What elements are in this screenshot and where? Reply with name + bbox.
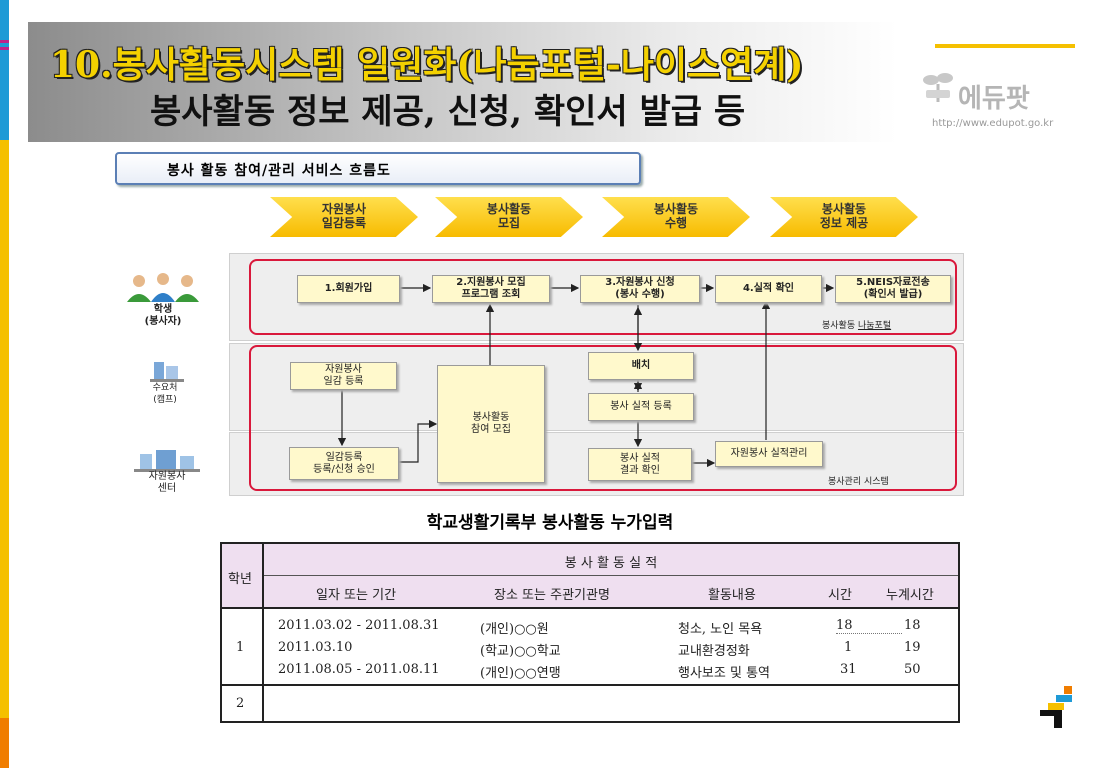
step-neis-transfer: 5.NEIS자료전송 (확인서 발급) bbox=[835, 275, 951, 303]
confirm-result-box: 봉사 실적 결과 확인 bbox=[588, 448, 692, 481]
assign-box: 배치 bbox=[588, 352, 694, 380]
students-icon bbox=[127, 273, 199, 302]
lane-label-prefix: 봉사활동 bbox=[822, 321, 858, 331]
stage-label: 봉사활동 모집 bbox=[486, 202, 532, 230]
row-period: 2011.03.10 bbox=[278, 640, 353, 655]
accent-stripe bbox=[0, 47, 9, 50]
actor-demand-label: 수요처 (캠프) bbox=[152, 383, 178, 405]
accent-stripe bbox=[0, 40, 9, 43]
lane-label-portal: 봉사활동 나눔포털 bbox=[822, 318, 891, 331]
row-place: (개인)○○원 bbox=[480, 622, 549, 637]
header-divider bbox=[264, 575, 958, 576]
step-apply: 3.자원봉사 신청 (봉사 수행) bbox=[580, 275, 700, 303]
row-period: 2011.03.02 - 2011.08.31 bbox=[278, 618, 440, 633]
recruit-box: 봉사활동 참여 모집 bbox=[437, 365, 545, 483]
row-hours: 31 bbox=[840, 662, 857, 677]
col-activity: 활동내용 bbox=[708, 588, 756, 603]
logo-url[interactable]: http://www.edupot.go.kr bbox=[932, 118, 1054, 129]
record-register-box: 봉사 실적 등록 bbox=[588, 393, 694, 421]
stage-chevron: 봉사활동 정보 제공 bbox=[770, 197, 918, 237]
col-place: 장소 또는 주관기관명 bbox=[494, 588, 610, 603]
stage-chevron: 봉사활동 모집 bbox=[435, 197, 583, 237]
grade-1: 1 bbox=[236, 640, 245, 655]
left-accent-yellow bbox=[0, 140, 9, 718]
step-register: 1.회원가입 bbox=[297, 275, 400, 303]
row-place: (개인)○○연맹 bbox=[480, 666, 561, 681]
col-hours: 시간 bbox=[828, 588, 852, 603]
approve-box: 일감등록 등록/신청 승인 bbox=[289, 447, 399, 480]
actor-student-label: 학생 (봉사자) bbox=[144, 304, 182, 327]
building-icon bbox=[150, 362, 184, 382]
table-header-bg bbox=[222, 544, 958, 608]
stage-label: 봉사활동 수행 bbox=[653, 202, 699, 230]
lane-label-management: 봉사관리 시스템 bbox=[828, 477, 889, 487]
record-table-title: 학교생활기록부 봉사활동 누가입력 bbox=[426, 513, 674, 533]
center-building-icon bbox=[134, 450, 200, 472]
actor-center-label: 자원봉사 센터 bbox=[148, 471, 186, 494]
group-header: 봉 사 활 동 실 적 bbox=[564, 556, 658, 571]
flow-title-box: 봉사 활동 참여/관리 서비스 흐름도 bbox=[115, 152, 641, 185]
demand-register-box: 자원봉사 일감 등록 bbox=[290, 362, 397, 390]
left-accent-orange bbox=[0, 718, 9, 768]
brand-mark-icon bbox=[1040, 686, 1072, 728]
col-total: 누계시간 bbox=[886, 588, 934, 603]
row-place: (학교)○○학교 bbox=[480, 644, 561, 659]
header-rule bbox=[935, 44, 1075, 48]
lane-management-border bbox=[249, 345, 957, 491]
grade-2: 2 bbox=[236, 696, 245, 711]
step-confirm-record: 4.실적 확인 bbox=[715, 275, 822, 303]
manage-record-box: 자원봉사 실적관리 bbox=[715, 441, 823, 467]
sprout-icon bbox=[923, 73, 953, 102]
grade-header: 학년 bbox=[228, 572, 252, 587]
row-hours: 1 bbox=[844, 640, 853, 655]
slide-title: 10.봉사활동시스템 일원화(나눔포털-나이스연계) bbox=[50, 44, 804, 86]
col-period: 일자 또는 기간 bbox=[316, 588, 397, 603]
left-accent-blue bbox=[0, 0, 9, 140]
stage-label: 봉사활동 정보 제공 bbox=[819, 202, 869, 230]
logo-text: 에듀팟 bbox=[958, 84, 1030, 114]
record-table: 학년 봉 사 활 동 실 적 일자 또는 기간 장소 또는 주관기관명 활동내용… bbox=[220, 542, 960, 723]
stage-chevron: 자원봉사 일감등록 bbox=[270, 197, 418, 237]
row-divider bbox=[222, 684, 958, 686]
lane-student-border bbox=[249, 259, 957, 335]
row-activity: 청소, 노인 목욕 bbox=[678, 622, 763, 637]
slide-subtitle: 봉사활동 정보 제공, 신청, 확인서 발급 등 bbox=[150, 92, 746, 132]
lane-label-portal-name: 나눔포털 bbox=[857, 321, 892, 331]
row-hours: 18 bbox=[836, 618, 902, 634]
row-total: 18 bbox=[904, 618, 921, 633]
row-activity: 행사보조 및 통역 bbox=[678, 666, 770, 681]
row-total: 50 bbox=[904, 662, 921, 677]
flow-title: 봉사 활동 참여/관리 서비스 흐름도 bbox=[167, 163, 391, 179]
step-search-program: 2.지원봉사 모집 프로그램 조회 bbox=[432, 275, 550, 303]
row-total: 19 bbox=[904, 640, 921, 655]
stage-chevron: 봉사활동 수행 bbox=[602, 197, 750, 237]
stage-label: 자원봉사 일감등록 bbox=[321, 202, 367, 230]
header-bottom-rule bbox=[222, 607, 958, 609]
row-activity: 교내환경정화 bbox=[678, 644, 750, 659]
header-band bbox=[28, 22, 898, 142]
row-period: 2011.08.05 - 2011.08.11 bbox=[278, 662, 440, 677]
grade-divider bbox=[262, 544, 264, 721]
